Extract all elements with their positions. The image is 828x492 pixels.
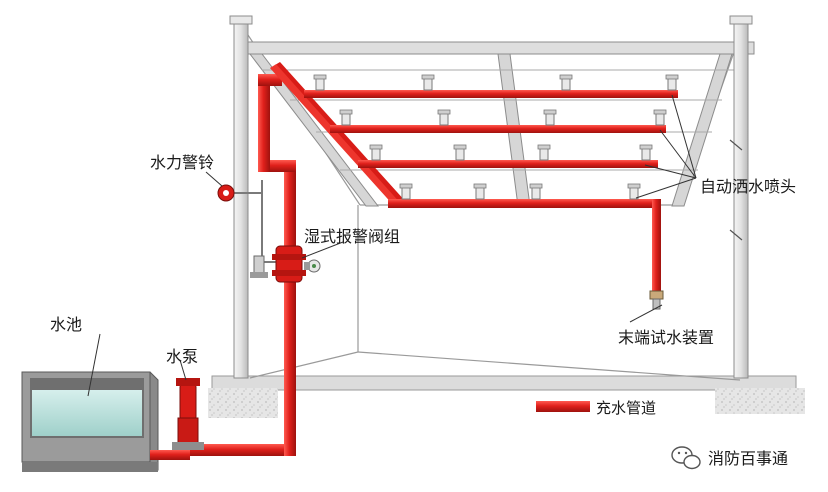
building-frame: [208, 15, 805, 418]
main-riser: [284, 170, 296, 456]
sprinkler-head: [473, 183, 487, 200]
pump-label: 水泵: [166, 347, 198, 366]
sprinkler-head: [369, 144, 383, 161]
sprinkler-head: [421, 74, 435, 91]
sprinkler-heads: [313, 74, 679, 200]
sprinkler-heads-label: 自动洒水喷头: [700, 177, 796, 196]
watermark: 消防百事通: [671, 446, 788, 470]
discharge-pipe: [190, 444, 296, 456]
roof-joist-right: [671, 53, 733, 207]
sprinkler-head: [653, 109, 667, 126]
sprinkler-head: [537, 144, 551, 161]
legend-pipe-label: 充水管道: [596, 399, 656, 417]
end-test-device: [649, 290, 664, 310]
water-bell: [217, 184, 235, 202]
branch-line-4: [388, 199, 660, 208]
wet-alarm-valve-group: [250, 245, 321, 283]
branch-line-1: [304, 90, 678, 98]
legend-pipe-swatch: [536, 401, 590, 412]
branch-line-3: [358, 160, 658, 168]
leader-lines: [87, 94, 697, 397]
test-device-label: 末端试水装置: [618, 328, 714, 347]
pool-water: [32, 390, 142, 436]
water-pool: [21, 371, 159, 472]
suction-pipe: [150, 450, 190, 460]
sprinkler-head: [543, 109, 557, 126]
water-bell-label: 水力警铃: [150, 153, 214, 172]
pipe-network: [150, 62, 678, 460]
sprinkler-head: [437, 109, 451, 126]
legend: 充水管道: [536, 399, 656, 417]
floor-slab: [211, 375, 797, 391]
sprinkler-head: [559, 74, 573, 91]
sprinkler-head: [627, 183, 641, 200]
pool-label: 水池: [50, 315, 82, 334]
test-drop-pipe: [652, 199, 661, 291]
sprinkler-head: [313, 74, 327, 91]
branch-line-2: [330, 125, 666, 133]
right-post: [733, 19, 749, 379]
wet-alarm-valve-label: 湿式报警阀组: [304, 227, 400, 246]
left-post: [233, 19, 249, 379]
foundation-right: [715, 388, 805, 414]
sprinkler-head: [339, 109, 353, 126]
sprinkler-head: [453, 144, 467, 161]
roof-joist-left: [248, 53, 380, 207]
upper-riser: [258, 82, 270, 172]
sprinkler-head: [639, 144, 653, 161]
top-beam: [233, 41, 755, 55]
watermark-text: 消防百事通: [708, 449, 788, 468]
foundation-left: [208, 388, 278, 418]
wechat-icon: [671, 446, 701, 470]
sprinkler-head: [399, 183, 413, 200]
water-pump: [172, 378, 204, 450]
sprinkler-head: [529, 183, 543, 200]
sprinkler-head: [665, 74, 679, 91]
